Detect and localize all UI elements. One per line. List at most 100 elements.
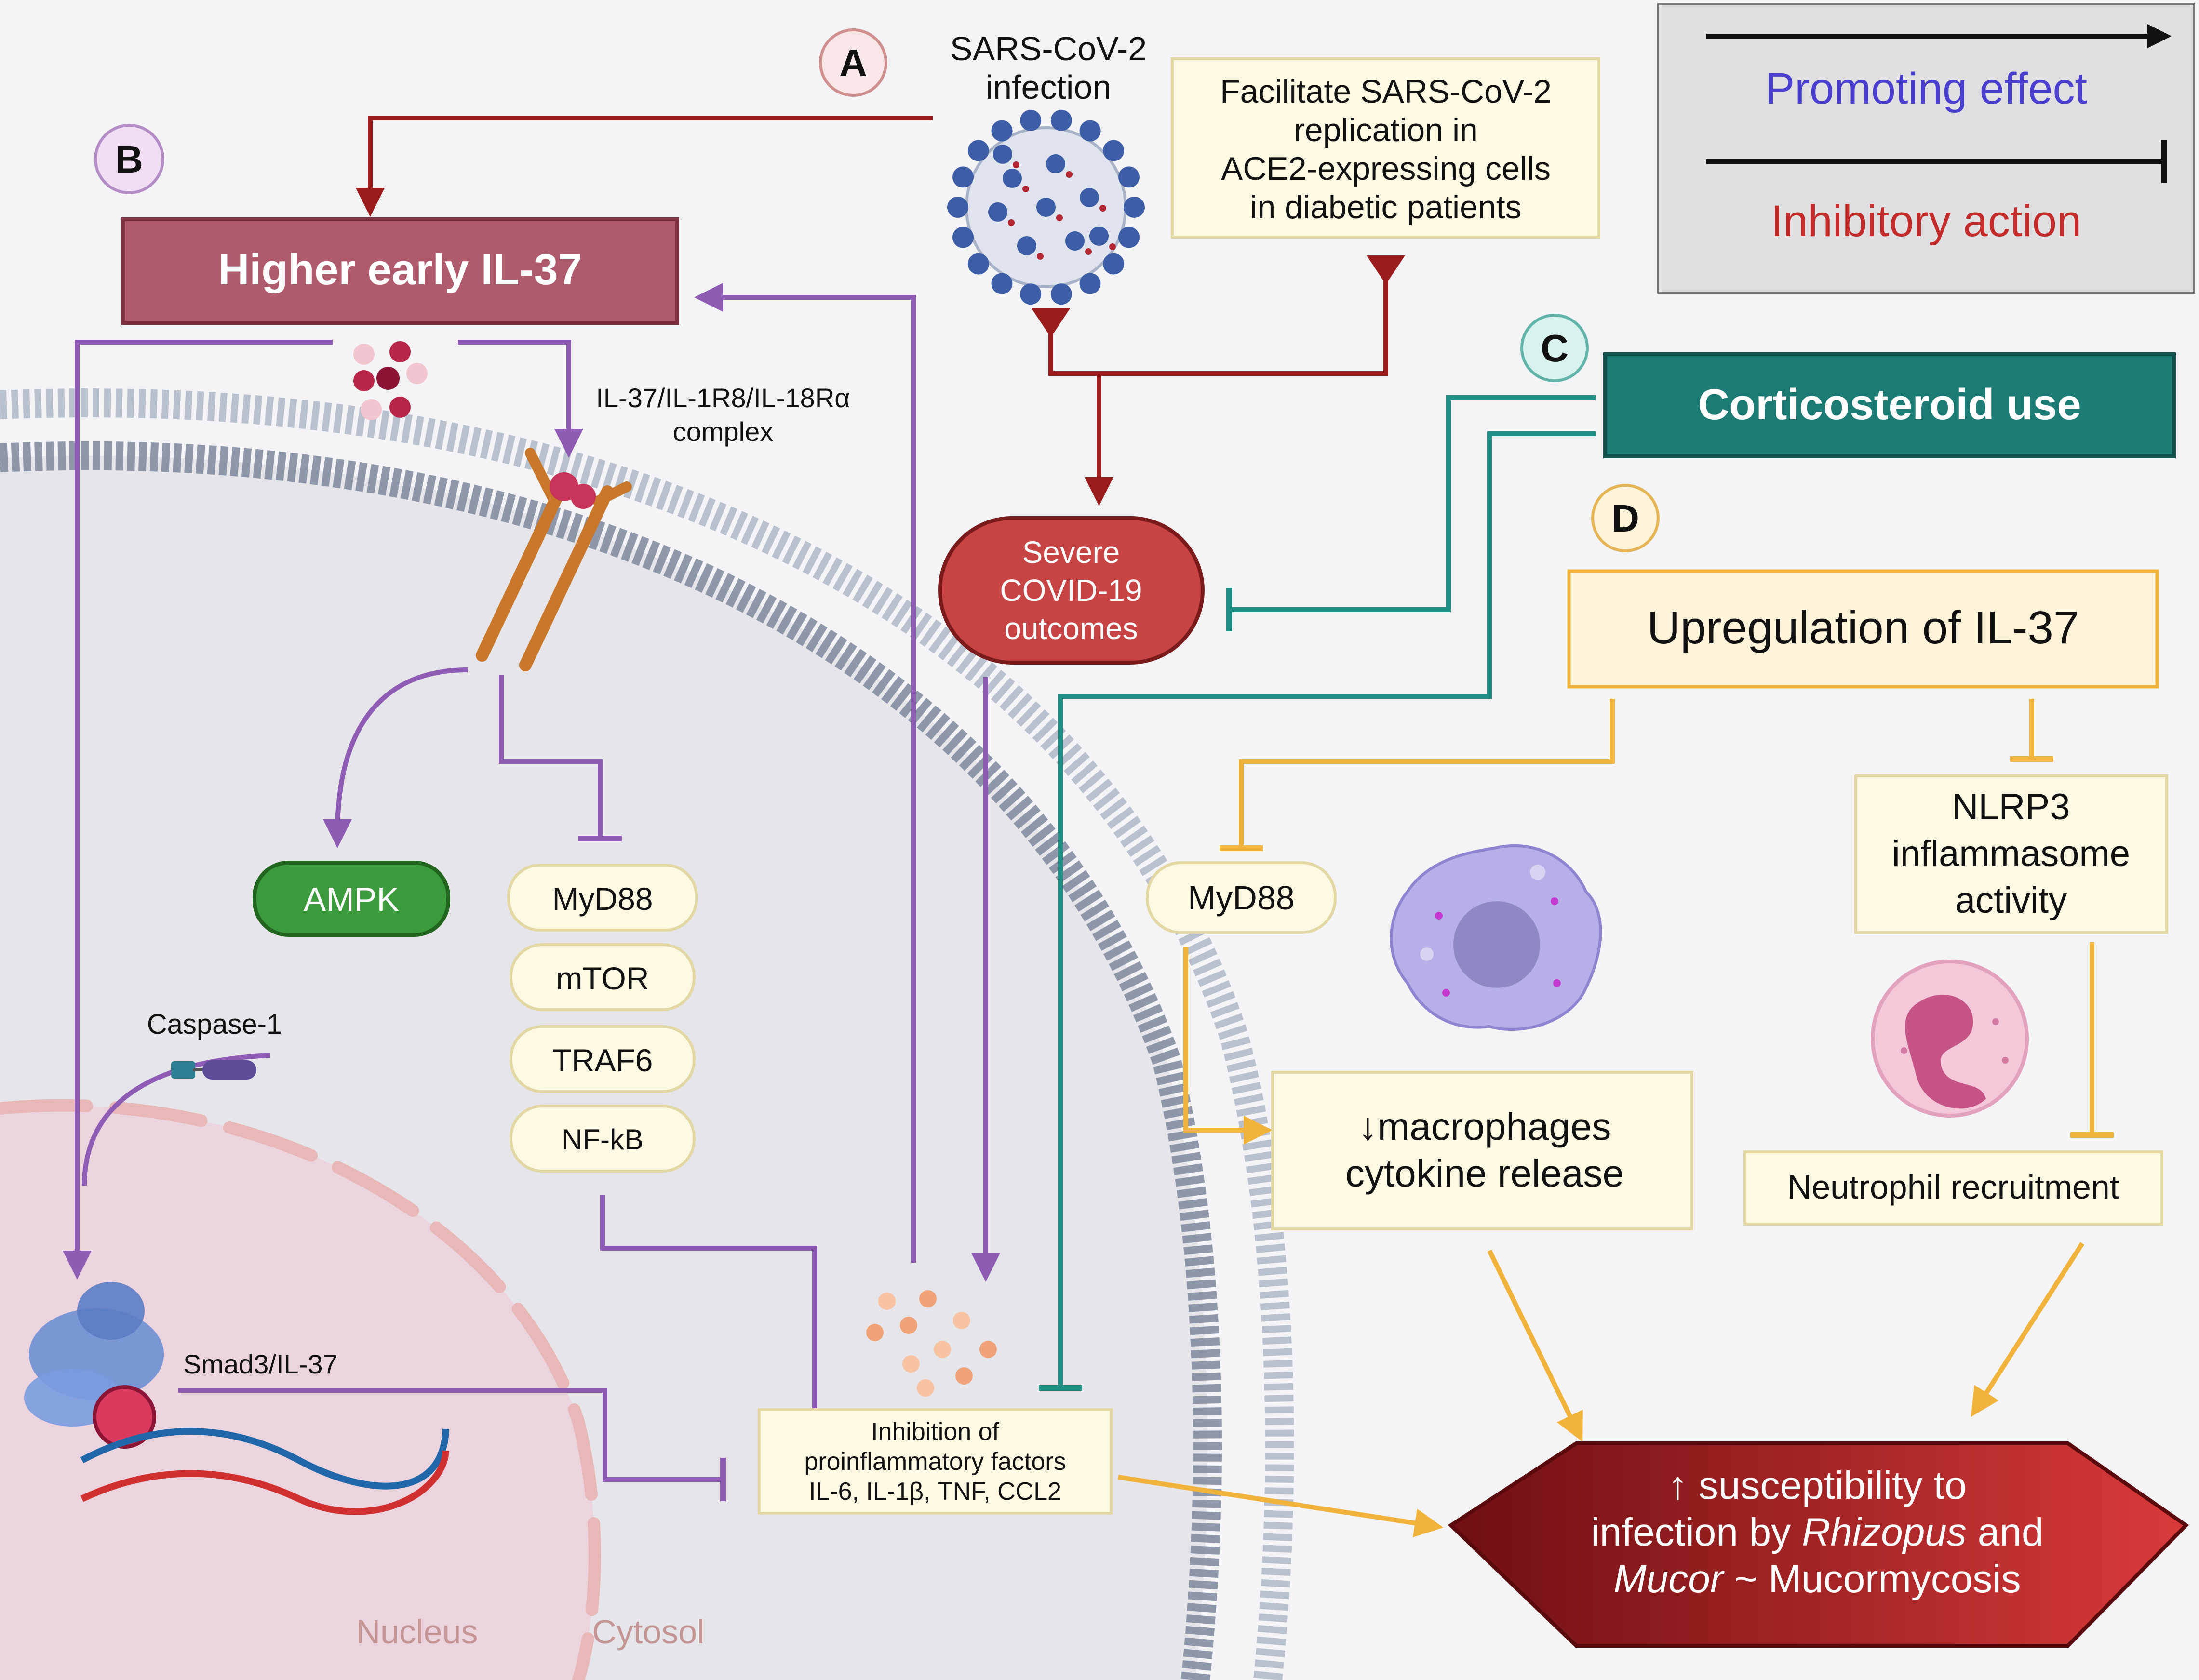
red-funnel-left [1032, 308, 1070, 337]
nlrp3-box [1854, 774, 2168, 934]
macrophage-line2: cytokine release [1345, 1152, 1624, 1195]
virus-spike [1020, 283, 1042, 305]
orange-connectors [1118, 699, 2094, 1538]
svg-text:C: C [1541, 327, 1569, 370]
badge-b: B [94, 124, 164, 194]
virus-spike [947, 197, 968, 218]
virus-spike [1089, 227, 1109, 246]
inhibit-smad-to-factors [178, 1388, 723, 1482]
virus-spike [993, 145, 1012, 164]
cell-membrane [0, 441, 1222, 1680]
caspase-label: Caspase-1 [147, 1009, 282, 1040]
susceptibility-line3: Mucor ~ Mucormycosis [1613, 1557, 2021, 1601]
susceptibility-line2: infection by Rhizopus and [1591, 1510, 2043, 1554]
nuclear-envelope [0, 1099, 601, 1680]
inhibit-signaling-to-factors [600, 1195, 817, 1424]
facilitate-box [1171, 57, 1600, 239]
susceptibility-line1: ↑ susceptibility to [1668, 1464, 1967, 1507]
teal-inhibit-bars [1039, 588, 1232, 1391]
cytokine-particles [866, 1290, 997, 1397]
arrow-to-nucleus [63, 340, 333, 1280]
susceptibility-line2-pre: infection by [1591, 1510, 1802, 1554]
myd88-right-label: MyD88 [1188, 879, 1295, 917]
macrophage-line1: ↓macrophages [1358, 1105, 1611, 1148]
inhibit-to-myd88 [1239, 699, 1615, 848]
inhibit-cortico-to-severe [1229, 395, 1596, 612]
virus-spike [1118, 227, 1140, 248]
caspase-icon [171, 1060, 256, 1080]
facilitate-line3: ACE2-expressing cells [1221, 150, 1551, 187]
severe-outcomes-box [938, 516, 1205, 665]
arrow-neutrophil-to-susceptibility [1971, 1242, 2085, 1417]
virus-spike [1036, 198, 1056, 217]
arrow-sars-to-il37 [356, 116, 933, 217]
susceptibility-rhizopus: Rhizopus [1802, 1510, 1967, 1554]
complex-label-line1: IL-37/IL-1R8/IL-18Rα [596, 383, 850, 413]
virus-spike [1065, 231, 1085, 251]
severe-line3: outcomes [1004, 611, 1138, 646]
severe-line1: Severe [1022, 535, 1120, 570]
inhibition-line1: Inhibition of [871, 1418, 1000, 1446]
macrophage-icon [1390, 844, 1602, 1031]
sars-label-line2: infection [986, 68, 1112, 106]
virus-spike [967, 140, 989, 161]
signal-nfkb-label: NF-kB [562, 1123, 644, 1156]
nlrp3-line1: NLRP3 [1952, 787, 2070, 827]
sars-label-line1: SARS-CoV-2 [950, 30, 1147, 67]
signal-traf6-label: TRAF6 [552, 1042, 653, 1078]
arrow-to-complex [458, 340, 583, 458]
neutrophil-icon [1871, 960, 2029, 1118]
susceptibility-line2-post: and [1967, 1510, 2044, 1554]
arrow-factors-to-susceptibility [1118, 1475, 1444, 1538]
orange-inhibit-bars [1220, 756, 2114, 1138]
nlrp3-line3: activity [1955, 880, 2067, 921]
smad-protein-icon [24, 1282, 164, 1449]
purple-connectors [63, 283, 1000, 1482]
smad-label: Smad3/IL-37 [183, 1349, 338, 1379]
corticosteroid-label: Corticosteroid use [1698, 381, 2081, 429]
il37-particles [353, 341, 428, 420]
inhibit-to-signaling [499, 675, 603, 839]
svg-text:A: A [839, 41, 867, 84]
susceptibility-line3-post: ~ Mucormycosis [1723, 1557, 2021, 1601]
nucleus-label: Nucleus [356, 1613, 478, 1651]
inhibition-line2: proinflammatory factors [804, 1448, 1066, 1476]
myd88-right-box [1146, 861, 1337, 934]
caspase-curve [82, 1053, 270, 1186]
facilitate-line4: in diabetic patients [1250, 189, 1521, 226]
legend: Promoting effect Inhibitory action [1657, 3, 2195, 294]
red-funnel-right [1367, 255, 1405, 284]
virus-spike [1050, 283, 1072, 305]
virus-spike [991, 273, 1013, 294]
arrow-to-ampk [323, 667, 468, 848]
susceptibility-hexagon [1448, 1441, 2189, 1648]
complex-label-line2: complex [673, 416, 774, 447]
signal-myd88 [507, 864, 698, 932]
ampk-label: AMPK [304, 880, 399, 918]
virus-spike [991, 120, 1013, 142]
il37-box-label: Higher early IL-37 [218, 246, 582, 294]
neutrophil-label: Neutrophil recruitment [1787, 1168, 2119, 1206]
virus-icon [947, 109, 1145, 305]
virus-spike [1103, 140, 1125, 161]
nlrp3-line2: inflammasome [1892, 833, 2130, 874]
arrow-factors-to-il37 [694, 283, 916, 1263]
badge-c: C [1520, 314, 1589, 382]
virus-spike [1124, 197, 1145, 218]
cytosol-label: Cytosol [592, 1613, 704, 1651]
inhibition-line3: IL-6, IL-1β, TNF, CCL2 [809, 1478, 1061, 1506]
badge-a: A [819, 28, 887, 97]
legend-promoting-label: Promoting effect [1765, 64, 2087, 113]
virus-spike [967, 253, 989, 275]
il37-box [121, 217, 679, 325]
inhibit-cortico-to-factors [1058, 431, 1596, 1388]
badge-d: D [1591, 484, 1660, 552]
virus-spike [952, 227, 974, 248]
signal-mtor [510, 943, 696, 1011]
arrow-myd88-to-macrophages [1183, 947, 1273, 1145]
virus-spike [1079, 273, 1101, 294]
corticosteroid-box [1603, 352, 2176, 458]
inhibition-box [758, 1408, 1113, 1515]
